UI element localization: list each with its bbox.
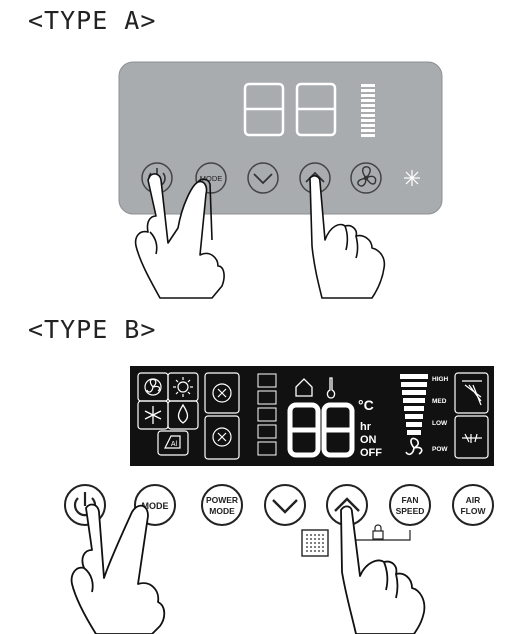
type-a-heading: <TYPE A>	[28, 6, 157, 35]
fan-level-high: HIGH	[432, 376, 449, 383]
chevron-up-icon	[305, 171, 325, 183]
type-b-power-mode-button[interactable]: POWER MODE	[201, 484, 243, 526]
type-a-panel: MODE	[118, 61, 443, 215]
airflow-icons	[454, 372, 489, 459]
sensor-grid-icon	[301, 529, 329, 557]
fan-level-pow: POW	[432, 446, 448, 453]
drop-icon	[177, 403, 189, 424]
indicator-column	[257, 373, 277, 456]
sun-icon	[173, 377, 193, 397]
type-a-right-hand	[309, 175, 386, 299]
fan-level-med: MED	[432, 398, 447, 405]
chevron-up-icon	[334, 497, 360, 512]
thermometer-icon	[326, 377, 336, 399]
fan-icon	[357, 166, 377, 187]
power-mode-label-2: MODE	[209, 506, 235, 516]
power-mode-label-1: POWER	[206, 495, 238, 505]
on-label: ON	[360, 434, 377, 446]
fan-speed-label-1: FAN	[402, 495, 419, 505]
air-flow-label-1: AIR	[466, 495, 481, 505]
type-b-down-button[interactable]	[264, 484, 306, 526]
type-b-left-hand	[70, 503, 166, 634]
auto-mode-icon: Al	[164, 435, 181, 449]
type-b-fan-speed-button[interactable]: FAN SPEED	[389, 484, 431, 526]
chevron-down-icon	[253, 173, 273, 185]
swing-icons	[204, 372, 240, 460]
type-a-mode-label: MODE	[200, 174, 223, 183]
fan-level-bars	[400, 374, 428, 435]
fan-speed-label-2: SPEED	[396, 506, 425, 516]
type-a-down-button[interactable]	[247, 162, 279, 194]
chevron-down-icon	[272, 499, 298, 514]
air-flow-label-2: FLOW	[460, 506, 486, 516]
home-icon	[295, 378, 313, 397]
temp-unit: °C	[358, 397, 374, 413]
mode-button-label: MODE	[142, 501, 169, 511]
type-b-heading: <TYPE B>	[28, 315, 157, 344]
sparkle-indicator-icon	[404, 170, 420, 186]
child-lock-indicator	[346, 524, 411, 541]
fan-mode-icon	[144, 378, 162, 396]
type-b-mode-icons	[137, 372, 199, 456]
type-a-left-hand	[134, 173, 225, 299]
hour-label: hr	[360, 421, 372, 433]
type-b-air-flow-button[interactable]: AIR FLOW	[452, 484, 494, 526]
type-a-level-bar	[361, 84, 375, 137]
fan-level-low: LOW	[432, 420, 448, 427]
type-b-panel: Al °C	[130, 366, 494, 466]
type-a-fan-button[interactable]	[350, 162, 382, 194]
type-b-digit-display	[287, 402, 355, 458]
svg-text:Al: Al	[171, 441, 178, 448]
power-fan-icon	[405, 437, 423, 456]
snowflake-icon	[144, 406, 162, 424]
type-a-digit-display	[243, 82, 337, 137]
off-label: OFF	[360, 447, 382, 459]
